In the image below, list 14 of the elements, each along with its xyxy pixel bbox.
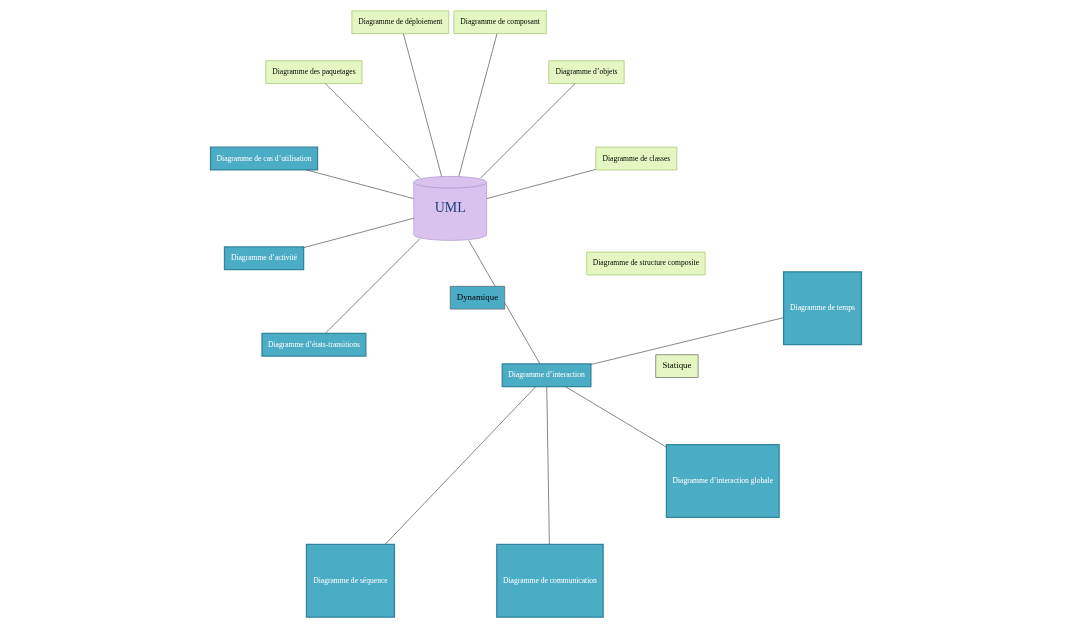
connector xyxy=(457,33,497,177)
connector xyxy=(564,386,667,448)
connector xyxy=(302,217,414,248)
connector xyxy=(545,386,550,545)
connector xyxy=(384,386,536,545)
connector xyxy=(467,240,540,365)
connector xyxy=(590,317,784,365)
connector xyxy=(324,238,420,334)
connector xyxy=(305,169,414,199)
connector xyxy=(324,83,420,179)
connector xyxy=(402,33,442,177)
legend-label: Statique xyxy=(661,360,691,371)
legend-label: Dynamique xyxy=(456,292,498,303)
connector xyxy=(485,169,596,199)
